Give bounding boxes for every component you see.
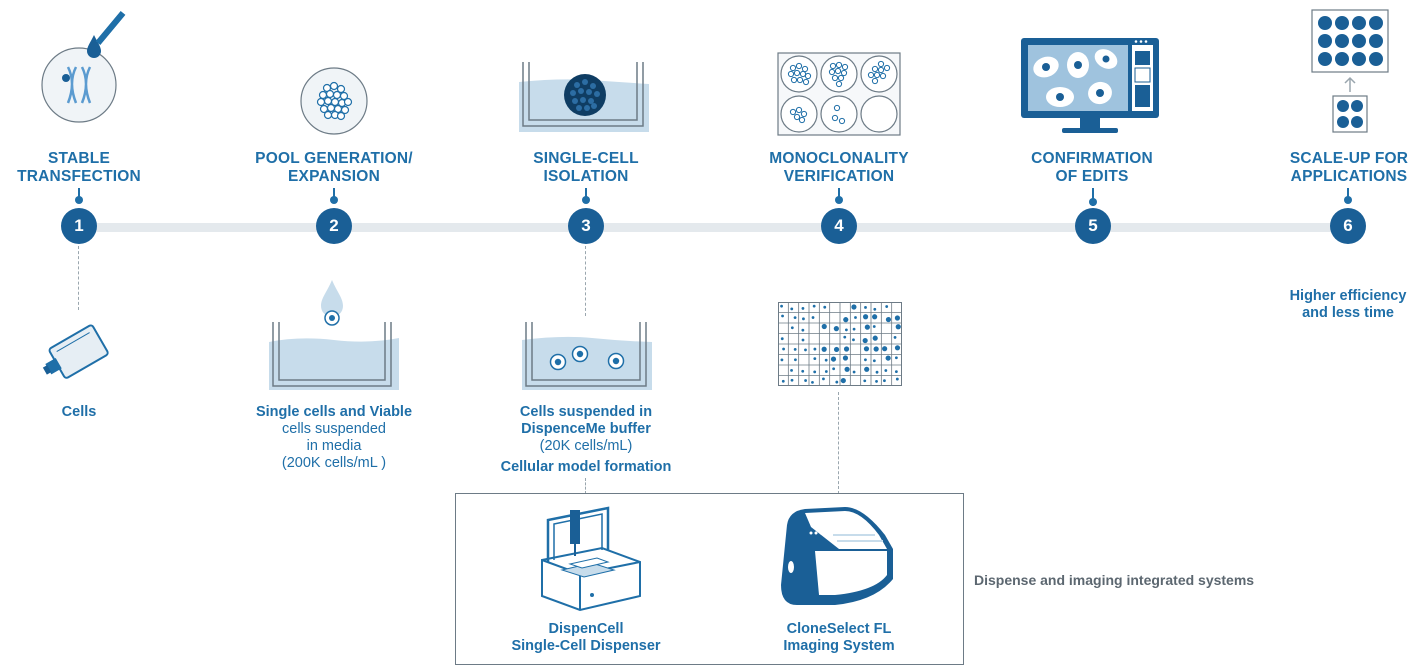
step-5-stem — [1092, 188, 1094, 206]
scale-up-icon — [1311, 9, 1389, 133]
integrated-systems-label: Dispense and imaging integrated systems — [974, 572, 1255, 588]
transfection-icon — [41, 11, 126, 123]
step-1-dot — [75, 196, 83, 204]
step-3-stem — [585, 188, 587, 200]
monitor-edits-icon — [1021, 38, 1159, 133]
step-3-dot — [582, 196, 590, 204]
suspension-well-icon — [522, 322, 652, 390]
step-5-badge: 5 — [1075, 208, 1111, 244]
step-5-dot — [1089, 198, 1097, 206]
step-4-stem — [838, 188, 840, 200]
isolation-well-icon — [519, 62, 649, 132]
step-6-badge: 6 — [1330, 208, 1366, 244]
cell-pool-icon — [300, 67, 368, 135]
dispencell-caption: DispenCell Single-Cell Dispenser — [511, 621, 661, 654]
step-3-caption: Cells suspended in DispenceMe buffer (20… — [500, 404, 672, 475]
step-1-stem — [78, 188, 80, 200]
step-3-instrument-connector — [585, 478, 586, 494]
step-4-badge: 4 — [821, 208, 857, 244]
media-well-icon — [269, 280, 399, 390]
step-3-badge: 3 — [568, 208, 604, 244]
step-6-caption: Higher efficiency and less time — [1289, 288, 1407, 321]
well-plate-grid-icon — [778, 302, 902, 386]
step-4-instrument-connector — [838, 392, 839, 494]
step-6-stem — [1347, 188, 1349, 200]
cloneselect-caption: CloneSelect FL Imaging System — [783, 621, 895, 654]
step-6-dot — [1344, 196, 1352, 204]
step-4-dot — [835, 196, 843, 204]
step-2-badge: 2 — [316, 208, 352, 244]
instrument-box — [455, 493, 964, 665]
cloneselect-device-icon — [781, 507, 893, 605]
timeline-bar — [80, 223, 1350, 232]
step-2-dot — [330, 196, 338, 204]
step-2-title: POOL GENERATION/EXPANSION — [255, 150, 413, 185]
cell-flask-icon — [42, 324, 109, 379]
step-1-badge: 1 — [61, 208, 97, 244]
colony-plate-icon — [777, 52, 901, 136]
step-2-stem — [333, 188, 335, 200]
step-3-connector — [585, 246, 586, 316]
step-1-caption: Cells — [61, 404, 97, 420]
step-1-connector — [78, 246, 79, 310]
step-2-caption: Single cells and Viable cells suspended … — [255, 404, 413, 471]
dispencell-device-icon — [541, 506, 641, 612]
